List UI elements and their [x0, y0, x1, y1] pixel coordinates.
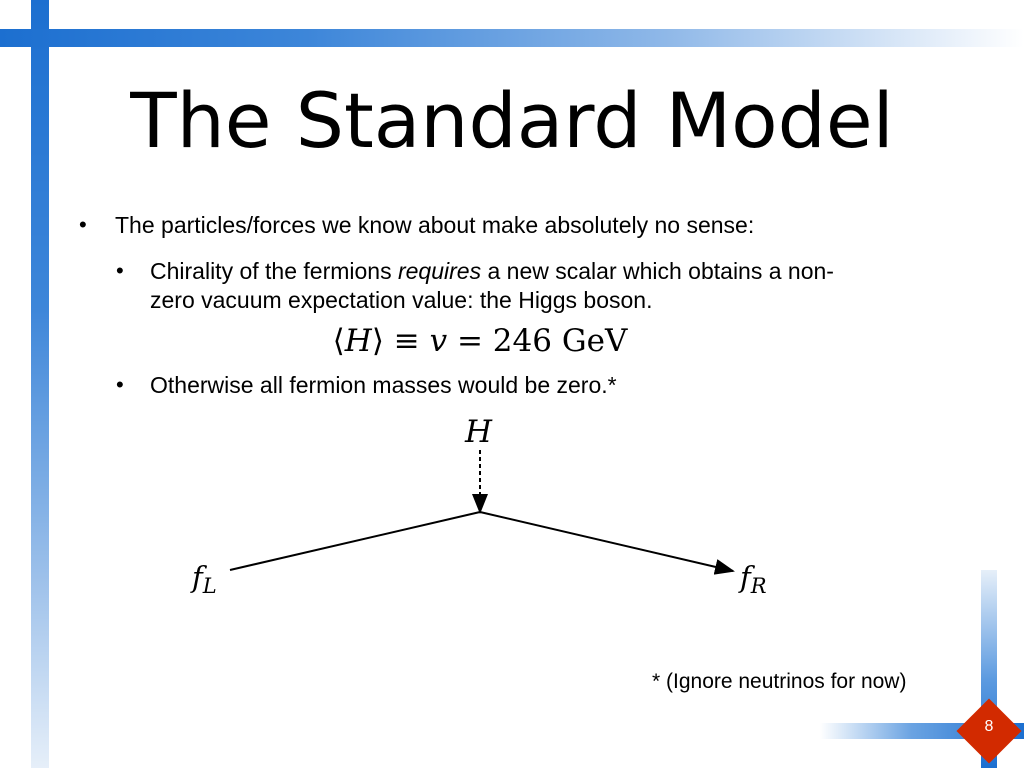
- bullet-text-2-emphasis: requires: [397, 258, 482, 284]
- right-fermion-label: fR: [738, 560, 767, 598]
- left-accent-bar: [31, 0, 49, 768]
- eq-higgs-symbol: H: [344, 323, 372, 359]
- slide-title: The Standard Model: [130, 76, 894, 165]
- bullet-text-3: Otherwise all fermion masses would be ze…: [150, 372, 617, 398]
- eq-langle: ⟨: [332, 323, 345, 359]
- bullet-text-1: The particles/forces we know about make …: [115, 212, 755, 238]
- eq-v-symbol: v: [429, 323, 448, 359]
- sub-bullet-marker: •: [116, 258, 124, 283]
- right-fermion-subscript: R: [750, 574, 767, 598]
- left-fermion-subscript: L: [202, 574, 217, 598]
- footnote: * (Ignore neutrinos for now): [652, 670, 907, 693]
- left-fermion-label: fL: [190, 560, 217, 598]
- right-fermion-line: [479, 511, 735, 575]
- bullet-marker: •: [79, 212, 87, 237]
- sub-bullet-marker: •: [116, 372, 124, 397]
- eq-rangle: ⟩: [371, 323, 384, 359]
- higgs-vev-equation: ⟨H⟩ ≡ v = 246 GeV: [0, 318, 960, 364]
- eq-equiv: ≡: [383, 323, 430, 359]
- higgs-label: H: [464, 414, 493, 450]
- bullet-text-2: Chirality of the fermions requires a new…: [150, 256, 834, 286]
- top-accent-bar: [0, 29, 1024, 47]
- page-number: 8: [984, 718, 994, 735]
- eq-value: = 246 GeV: [447, 323, 628, 359]
- bullet-text-2-end: a new scalar which obtains a non-: [481, 258, 834, 284]
- left-fermion-line: [229, 511, 481, 571]
- bullet-text-2-line2: zero vacuum expectation value: the Higgs…: [150, 287, 653, 313]
- bullet-text-2-start: Chirality of the fermions: [150, 258, 398, 284]
